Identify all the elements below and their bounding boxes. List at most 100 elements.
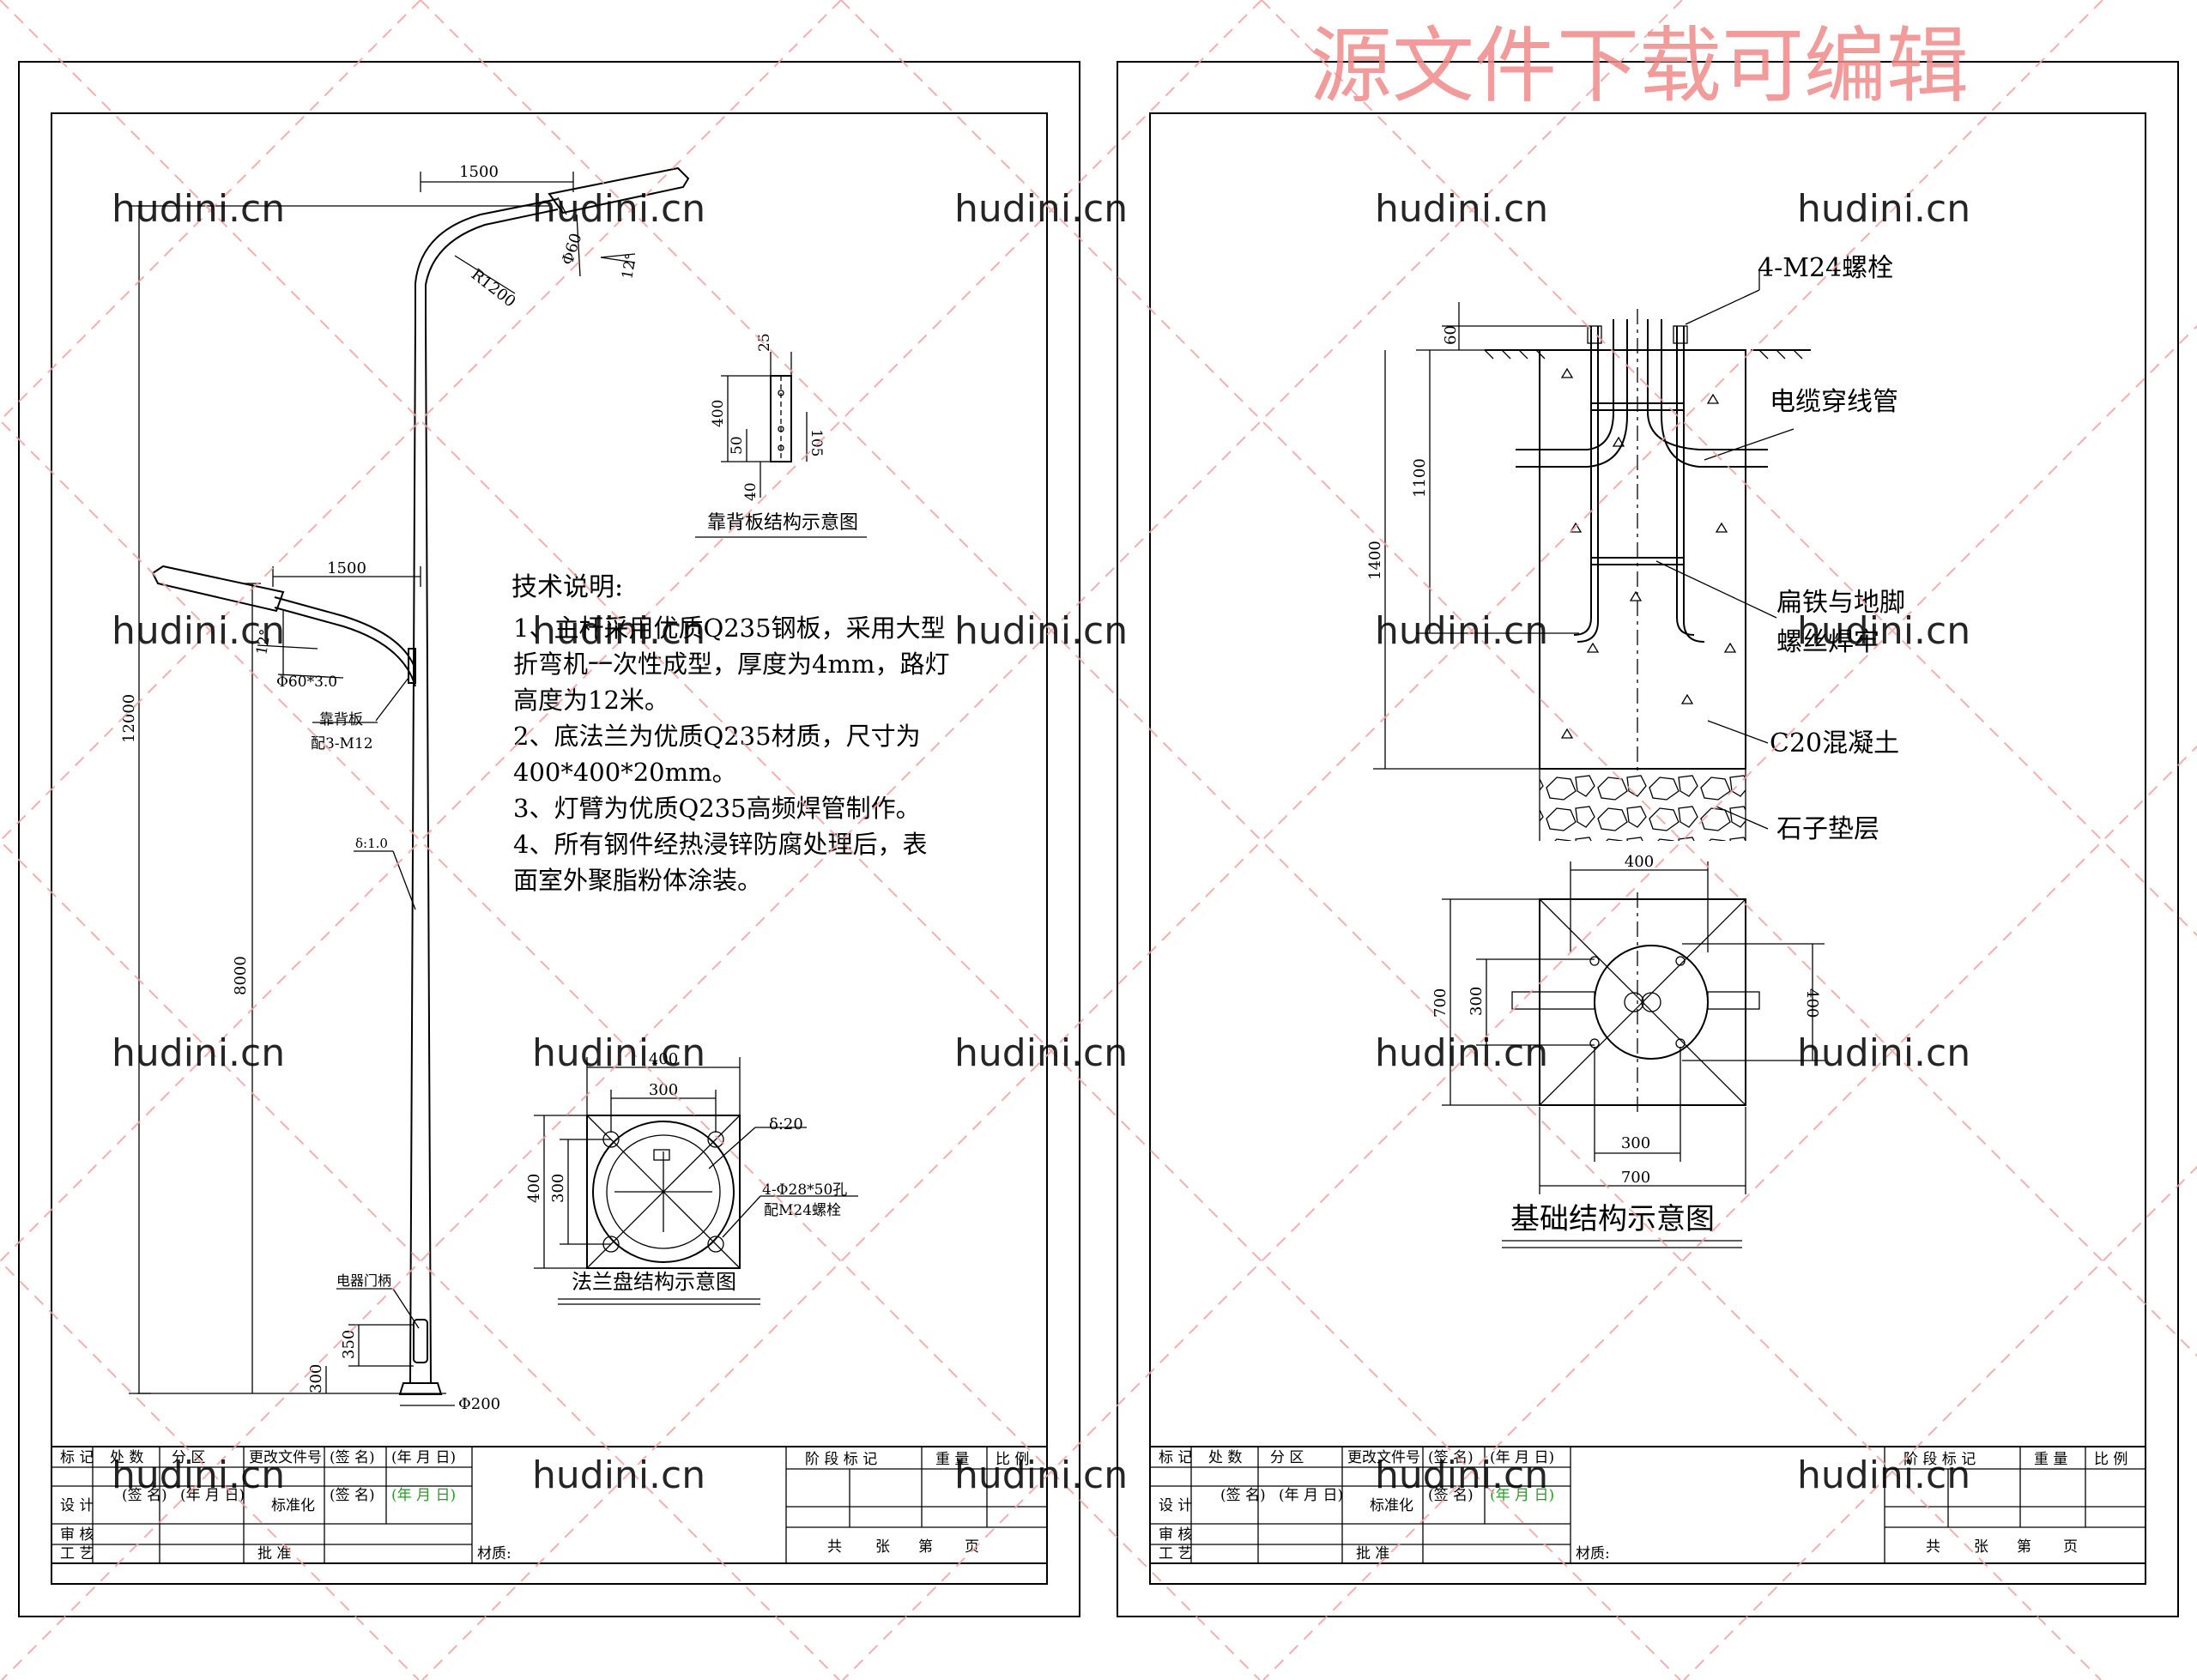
flange-bolts: 配M24螺栓 [764, 1202, 841, 1219]
tb-mark: 标 记 [1159, 1449, 1192, 1466]
watermark-text: hudini.cn [1797, 609, 1970, 653]
tb-std-date: (年 月 日) [391, 1487, 456, 1504]
tb-total: 共 [1926, 1538, 1940, 1556]
tb-review: 审 核 [1159, 1526, 1192, 1544]
watermark-text: hudini.cn [954, 609, 1128, 653]
tb-material: 材质: [1576, 1545, 1610, 1562]
tb-scale: 比 例 [996, 1451, 1029, 1468]
flange-title: 法兰盘结构示意图 [572, 1270, 736, 1294]
tb-page: 第 [2017, 1538, 2031, 1556]
tb-stage: 阶 段 标 记 [805, 1451, 877, 1468]
plan-left-inner: 300 [1468, 987, 1486, 1016]
plan-bottom-outer: 700 [1621, 1169, 1650, 1187]
tb-change-doc: 更改文件号 [249, 1449, 322, 1466]
notes-line: 高度为12米。 [513, 686, 669, 715]
notes-line: 折弯机一次性成型，厚度为4mm，路灯 [513, 650, 949, 679]
title-block-right: 标 记 处 数 分 区 更改文件号 (签 名) (年 月 日) 设 计 (签 名… [1149, 1446, 2146, 1564]
plan-left-outer: 700 [1431, 988, 1450, 1018]
watermark-text: hudini.cn [112, 187, 285, 231]
watermark-text: hudini.cn [112, 609, 285, 653]
dim-door-h: 350 [340, 1330, 358, 1359]
tb-zone: 分 区 [1270, 1449, 1304, 1466]
label-weld-1: 扁铁与地脚 [1776, 588, 1905, 618]
tb-approve: 批 准 [1356, 1545, 1389, 1562]
notes-line: 1、主杆采用优质Q235钢板，采用大型 [513, 613, 946, 643]
dim-arm-lower: 1500 [327, 559, 366, 577]
tb-stage: 阶 段 标 记 [1903, 1451, 1976, 1468]
flange-h-inner: 300 [549, 1174, 567, 1203]
technical-notes: 技术说明: 1、主杆采用优质Q235钢板，采用大型 折弯机一次性成型，厚度为4m… [511, 572, 949, 895]
pole-dimensions: 1500 R1200 Φ60 12° 1500 12° Φ60*3.0 靠背板 … [120, 163, 640, 1413]
tb-process: 工 艺 [60, 1545, 94, 1562]
back-plate-detail: 25 400 50 40 105 靠背板结构示意图 [695, 333, 867, 538]
section-dim-1100: 1100 [1411, 458, 1429, 498]
foundation-plan: 400 700 300 400 300 700 基础结构示意图 [1431, 853, 1825, 1248]
tb-count: 处 数 [1208, 1449, 1242, 1466]
tb-material: 材质: [477, 1545, 511, 1562]
tb-review: 审 核 [60, 1526, 94, 1544]
tb-std-sign: (签 名) [1428, 1487, 1474, 1504]
tb-process: 工 艺 [1159, 1545, 1192, 1562]
flange-holes: 4-Φ28*50孔 [762, 1181, 847, 1199]
tb-approve: 批 准 [257, 1545, 291, 1562]
notes-line: 400*400*20mm。 [513, 758, 737, 787]
flange-w-outer: 400 [649, 1050, 678, 1068]
notes-line: 3、灯臂为优质Q235高频焊管制作。 [513, 794, 921, 823]
label-weld-2: 螺丝焊牢 [1776, 627, 1879, 657]
tb-design-sign: (签 名) [122, 1487, 167, 1504]
tb-sign: (签 名) [330, 1449, 375, 1466]
plan-right: 400 [1803, 988, 1821, 1018]
right-sheet-frame [1117, 61, 2179, 1617]
tb-change-doc: 更改文件号 [1347, 1449, 1420, 1466]
dim-radius: R1200 [468, 265, 519, 311]
dim-tilt-upper: 12° [619, 252, 640, 281]
dim-wall: δ:1.0 [355, 836, 388, 851]
dim-door-base: 300 [307, 1364, 325, 1393]
tb-standard: 标准化 [1370, 1497, 1413, 1514]
bp-dim-105: 105 [808, 429, 825, 456]
tb-std-date: (年 月 日) [1490, 1487, 1554, 1504]
tb-design-date: (年 月 日) [180, 1487, 245, 1504]
tb-page-suffix: 页 [2063, 1538, 2078, 1556]
section-dim-60: 60 [1442, 325, 1460, 345]
watermark-text: hudini.cn [532, 609, 705, 653]
watermark-text: hudini.cn [112, 1031, 285, 1075]
bp-dim-50: 50 [729, 436, 746, 455]
watermark-text: hudini.cn [1797, 1453, 1970, 1497]
plan-top: 400 [1625, 853, 1654, 871]
flange-thickness: δ:20 [769, 1115, 803, 1133]
street-light-pole [151, 166, 690, 1395]
watermark-text: hudini.cn [112, 1453, 285, 1497]
tb-count: 处 数 [110, 1449, 143, 1466]
label-bolts: 4-M24螺栓 [1758, 253, 1893, 283]
tb-standard: 标准化 [271, 1497, 315, 1514]
notes-line: 2、底法兰为优质Q235材质，尺寸为 [513, 722, 921, 751]
bp-dim-400: 400 [710, 400, 727, 427]
flange-detail: 400 300 400 300 δ:20 4-Φ28*50孔 配M24螺栓 法兰… [525, 1050, 858, 1305]
tb-weight: 重 量 [935, 1451, 969, 1468]
watermark-text: hudini.cn [1375, 1031, 1548, 1075]
tb-page: 第 [918, 1538, 933, 1556]
flange-h-outer: 400 [525, 1174, 543, 1203]
watermark-banner: 源文件下载可编辑 [1310, 18, 1969, 114]
bp-dim-25: 25 [756, 333, 773, 352]
tb-design-sign: (签 名) [1220, 1487, 1266, 1504]
dim-base-dia: Φ200 [458, 1395, 500, 1413]
tb-design: 设 计 [1159, 1497, 1192, 1514]
title-block-left: 标 记 处 数 分 区 更改文件号 (签 名) (年 月 日) 设 计 (签 名… [51, 1446, 1048, 1564]
watermark-text: hudini.cn [954, 187, 1128, 231]
back-plate-bolts: 配3-M12 [311, 735, 373, 752]
tb-sheets: 张 [875, 1538, 890, 1556]
tb-sheets: 张 [1974, 1538, 1988, 1556]
back-plate-label: 靠背板 [319, 711, 363, 728]
watermark-text: hudini.cn [1797, 187, 1970, 231]
label-concrete: C20混凝土 [1770, 728, 1899, 758]
dim-arm-upper: 1500 [459, 163, 499, 181]
notes-line: 面室外聚脂粉体涂装。 [513, 866, 762, 895]
watermark-text: hudini.cn [1375, 1453, 1548, 1497]
watermark-text: hudini.cn [954, 1453, 1128, 1497]
tb-design: 设 计 [60, 1497, 94, 1514]
left-sheet-frame [18, 61, 1080, 1617]
tb-weight: 重 量 [2034, 1451, 2067, 1468]
